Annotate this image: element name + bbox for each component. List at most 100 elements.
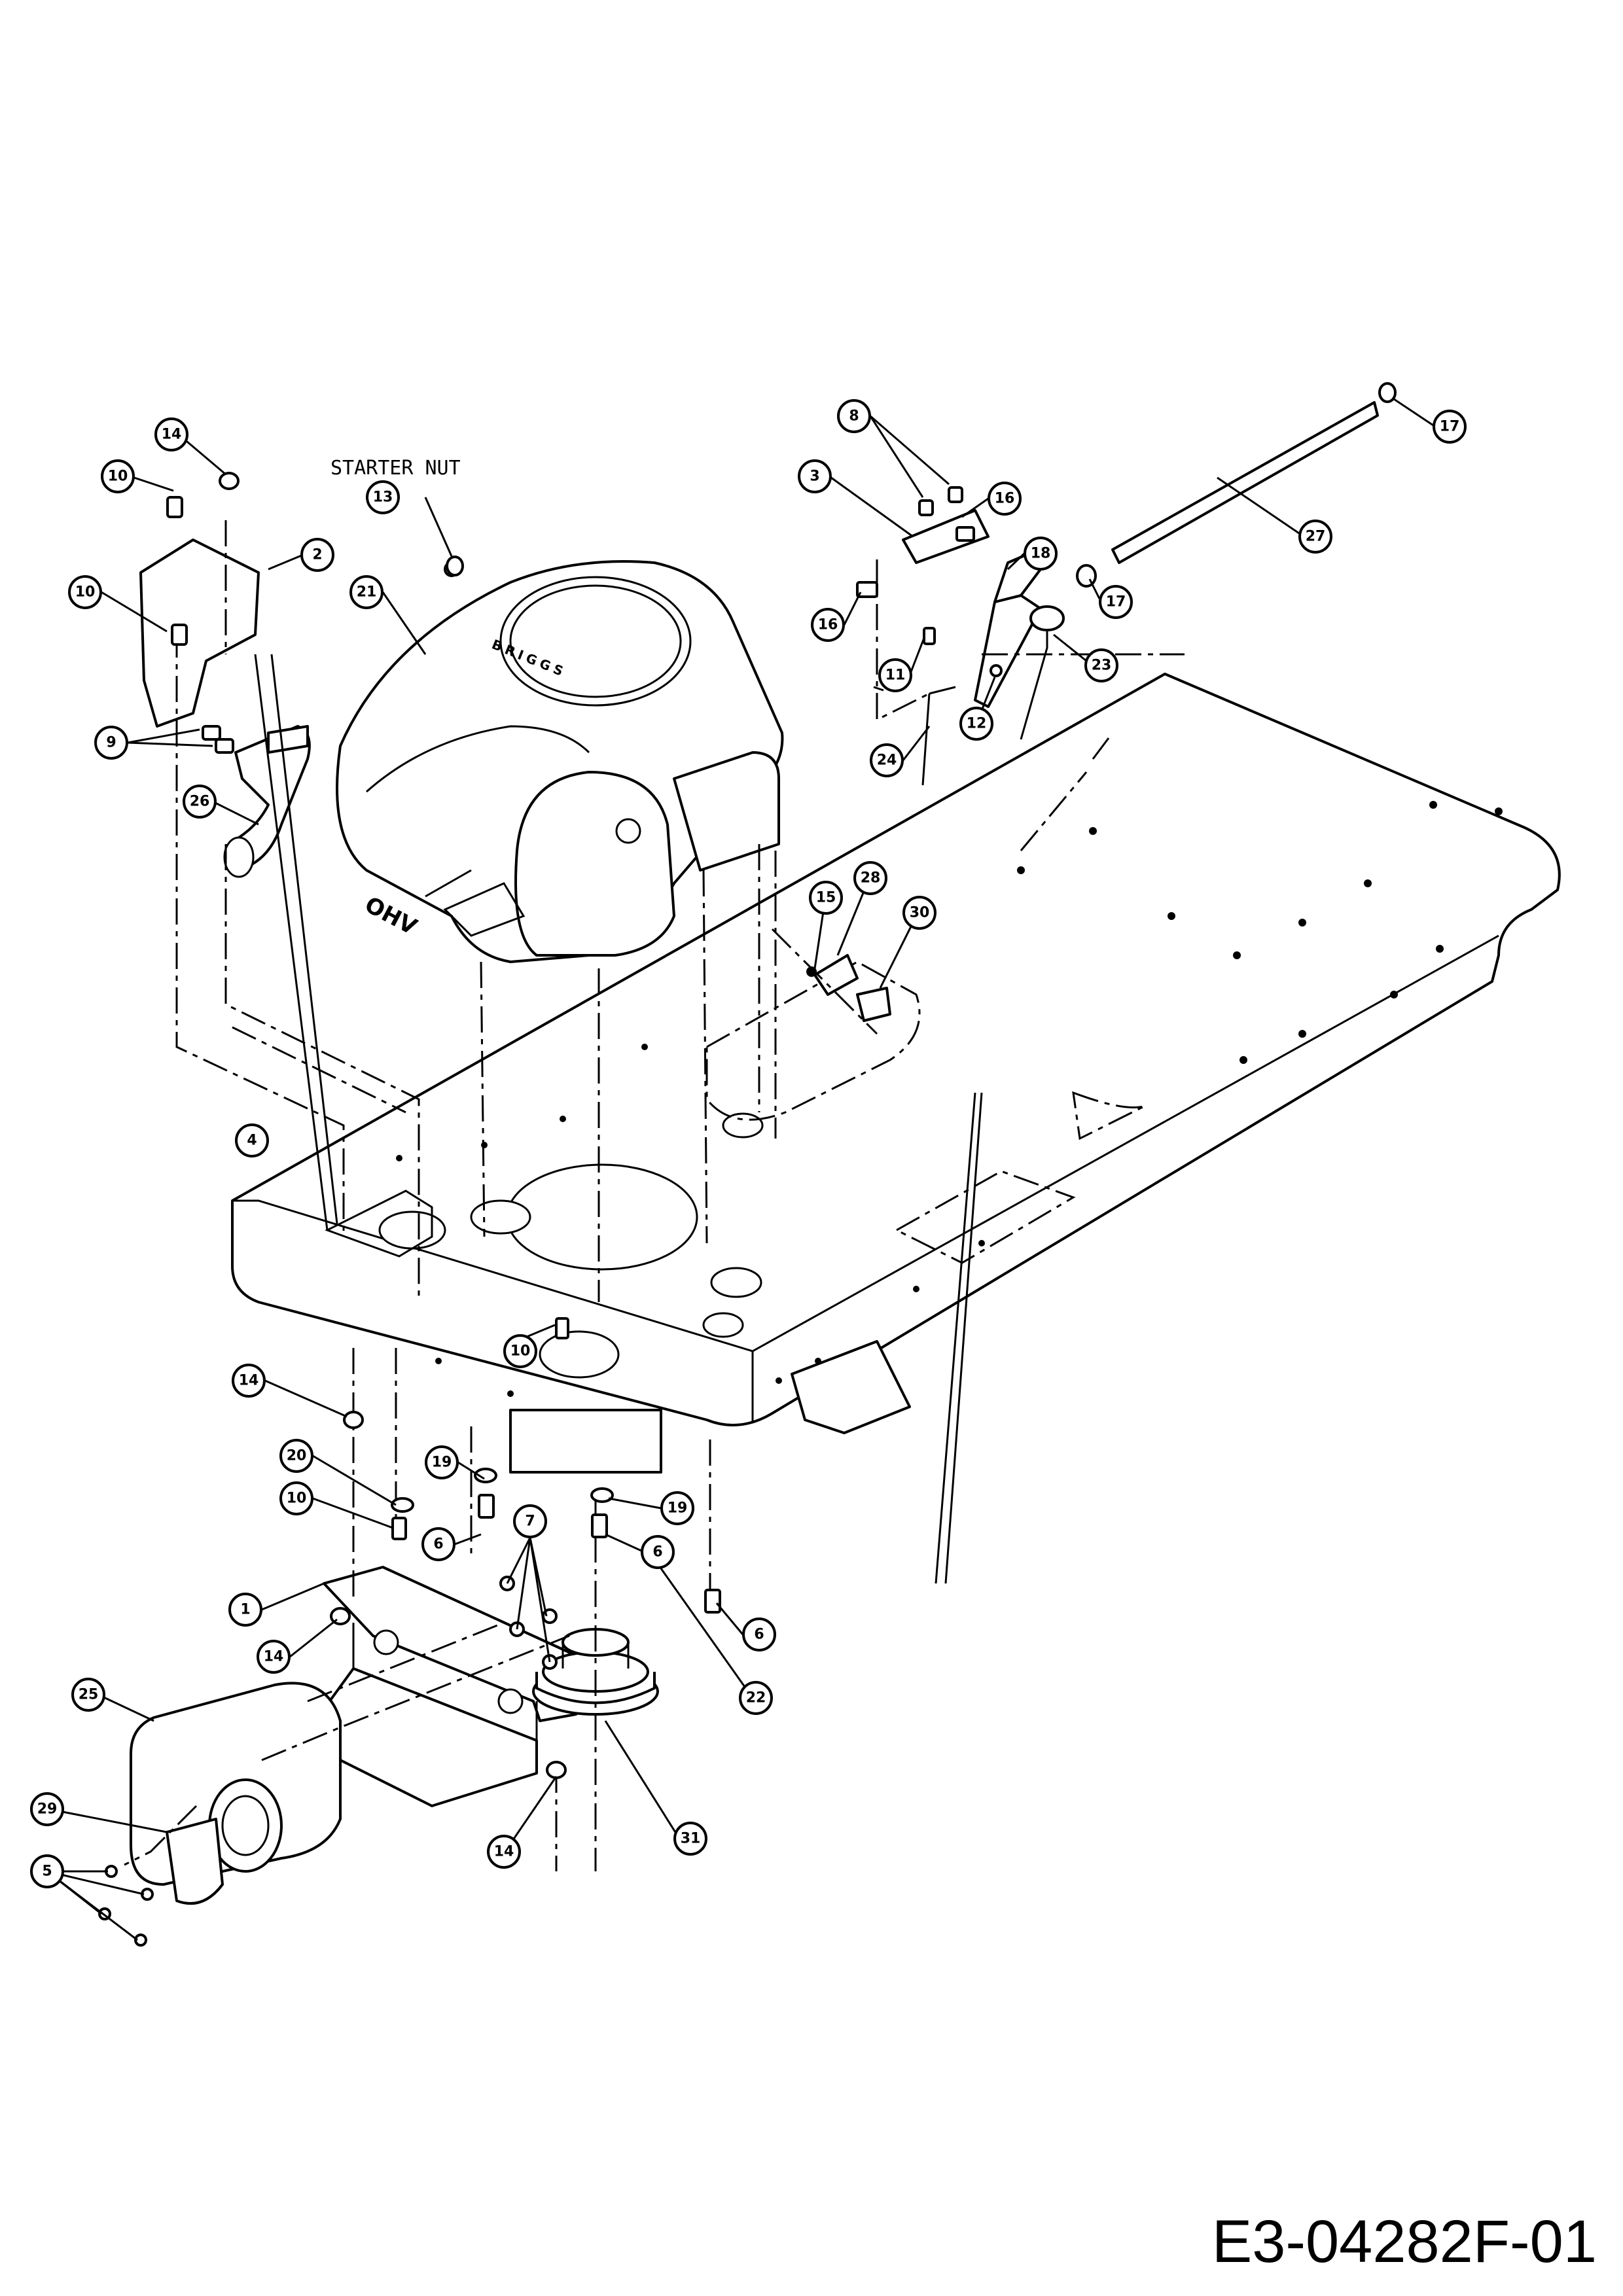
callout-24: 24: [870, 743, 904, 777]
callout-4: 4: [235, 1123, 269, 1157]
callout-28: 28: [853, 861, 887, 895]
callout-27: 27: [1298, 520, 1332, 554]
callout-15: 15: [809, 881, 843, 915]
callout-10-top: 10: [101, 459, 135, 493]
svg-text:19: 19: [432, 1455, 452, 1471]
svg-text:17: 17: [1106, 594, 1126, 610]
callout-31: 31: [673, 1822, 707, 1856]
rod: [1111, 401, 1379, 564]
callout-21: 21: [349, 575, 383, 609]
callout-10-frame: 10: [503, 1334, 537, 1368]
svg-text:21: 21: [357, 584, 377, 601]
callout-13: 13: [366, 480, 400, 514]
callout-17-top: 17: [1433, 410, 1467, 444]
svg-text:15: 15: [816, 890, 836, 906]
callout-9: 9: [94, 726, 128, 760]
svg-text:12: 12: [967, 716, 987, 732]
callout-14-bottom: 14: [487, 1835, 521, 1869]
callout-12: 12: [959, 707, 993, 741]
svg-text:10: 10: [75, 584, 96, 601]
svg-text:5: 5: [42, 1863, 52, 1880]
svg-text:8: 8: [849, 408, 859, 425]
callout-22: 22: [739, 1681, 773, 1715]
callout-14-top: 14: [154, 417, 188, 451]
svg-text:31: 31: [681, 1831, 701, 1847]
svg-text:1: 1: [240, 1602, 250, 1618]
fasteners: [98, 472, 1003, 1947]
svg-text:30: 30: [910, 905, 930, 921]
callout-17-bottom: 17: [1099, 585, 1133, 619]
callout-3: 3: [798, 459, 832, 493]
callout-10-shield: 10: [68, 575, 102, 609]
choke-cable: [1020, 605, 1065, 740]
svg-text:11: 11: [885, 667, 906, 684]
svg-text:4: 4: [247, 1133, 257, 1149]
cable: [935, 1092, 983, 1584]
svg-text:20: 20: [287, 1448, 307, 1464]
heat-shield: [139, 539, 260, 728]
callout-19-right: 19: [660, 1491, 694, 1525]
svg-text:13: 13: [373, 489, 393, 506]
callout-25: 25: [71, 1678, 105, 1712]
callout-23: 23: [1084, 648, 1118, 682]
svg-text:25: 25: [79, 1687, 99, 1703]
callout-7: 7: [513, 1504, 547, 1538]
svg-text:2: 2: [312, 547, 322, 563]
svg-text:7: 7: [525, 1513, 535, 1530]
svg-text:10: 10: [287, 1491, 307, 1507]
throttle-bracket: [902, 509, 990, 564]
callout-8: 8: [837, 399, 871, 433]
frame-holes: [396, 801, 1503, 1397]
callout-6-middle: 6: [641, 1535, 675, 1569]
muffler: [130, 1682, 342, 1886]
spark-arrester: [166, 1818, 224, 1905]
engine-ohv-marking: OHV: [361, 892, 421, 941]
svg-text:27: 27: [1306, 529, 1326, 545]
svg-text:19: 19: [668, 1500, 688, 1517]
svg-text:6: 6: [652, 1544, 662, 1561]
frame-plate: [231, 673, 1561, 1474]
callout-26: 26: [183, 785, 217, 819]
callout-11: 11: [878, 658, 912, 692]
svg-text:17: 17: [1440, 419, 1460, 435]
callout-29: 29: [30, 1792, 64, 1826]
svg-text:18: 18: [1031, 546, 1051, 562]
callout-14-frame: 14: [232, 1364, 266, 1398]
svg-text:3: 3: [810, 468, 819, 485]
callout-20: 20: [279, 1439, 313, 1473]
callout-14-bracket: 14: [257, 1640, 291, 1674]
svg-text:24: 24: [877, 752, 897, 769]
callout-2: 2: [300, 538, 334, 572]
callout-16-left: 16: [811, 608, 845, 642]
svg-text:26: 26: [190, 794, 210, 810]
diagram-code: E3-04282F-01: [1211, 2208, 1597, 2275]
svg-text:22: 22: [746, 1690, 766, 1706]
callout-6-left: 6: [421, 1527, 455, 1561]
starter-nut-label: STARTER NUT: [330, 457, 461, 480]
svg-text:9: 9: [106, 735, 116, 751]
callout-10-lower: 10: [279, 1481, 313, 1515]
connector-set: [806, 954, 891, 1022]
svg-text:14: 14: [494, 1844, 514, 1860]
svg-text:14: 14: [239, 1373, 259, 1389]
callout-18: 18: [1024, 537, 1058, 571]
callout-6-right: 6: [742, 1617, 776, 1651]
callout-30: 30: [902, 896, 936, 930]
callout-16-right: 16: [988, 482, 1022, 516]
svg-text:28: 28: [861, 870, 881, 887]
svg-text:29: 29: [37, 1801, 58, 1818]
svg-text:14: 14: [264, 1649, 284, 1665]
callout-19-left: 19: [425, 1445, 459, 1479]
engine-assembly: OHV BRIGGS: [336, 560, 784, 963]
svg-text:16: 16: [818, 617, 838, 633]
svg-text:6: 6: [754, 1627, 764, 1643]
svg-text:6: 6: [433, 1536, 443, 1553]
svg-text:14: 14: [162, 427, 182, 443]
callout-5: 5: [30, 1854, 64, 1888]
throttle-lever: [974, 594, 1042, 708]
svg-text:10: 10: [510, 1343, 531, 1360]
svg-text:16: 16: [995, 491, 1015, 507]
svg-text:10: 10: [108, 468, 128, 485]
svg-text:23: 23: [1092, 658, 1112, 674]
